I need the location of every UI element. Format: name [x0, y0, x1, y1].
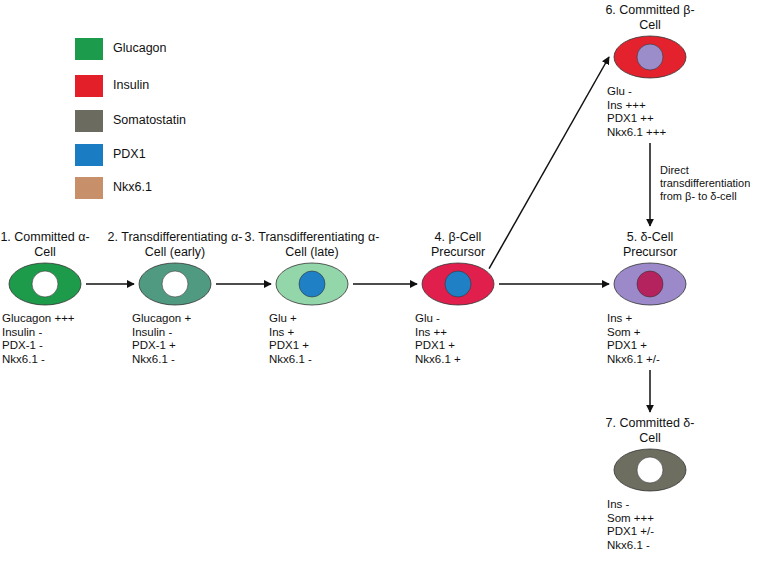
marker-level: Ins - — [607, 498, 693, 512]
cell-title: 1. Committed α-Cell — [0, 230, 90, 259]
cell-ellipse — [613, 35, 687, 79]
marker-level: PDX1 +/- — [607, 525, 693, 539]
marker-level: Glu - — [607, 85, 693, 99]
marker-level: Som + — [607, 326, 693, 340]
cell-ellipse — [138, 262, 212, 306]
marker-level: Ins + — [607, 312, 693, 326]
marker-level: Ins ++ — [415, 326, 501, 340]
edge-label-text: Direct transdifferentiation from β- to δ… — [660, 164, 750, 202]
marker-level: Nkx6.1 - — [269, 353, 355, 367]
cell-node: 6. Committed β-CellGlu -Ins +++PDX1 ++Nk… — [602, 3, 698, 139]
marker-list: Glu -Ins +++PDX1 ++Nkx6.1 +++ — [607, 85, 693, 139]
marker-level: PDX1 ++ — [607, 112, 693, 126]
legend-swatch — [75, 144, 103, 166]
legend-swatch — [75, 177, 103, 199]
marker-list: Glu -Ins ++PDX1 +Nkx6.1 + — [415, 312, 501, 366]
marker-level: PDX-1 + — [132, 339, 218, 353]
cell-node: 3. Transdifferentiating α-Cell (late) Glu… — [242, 230, 382, 366]
marker-level: Ins +++ — [607, 99, 693, 113]
cell-title: 3. Transdifferentiating α-Cell (late) — [242, 230, 382, 259]
marker-list: Glucagon +++Insulin -PDX-1 -Nkx6.1 - — [2, 312, 88, 366]
marker-level: Insulin - — [132, 326, 218, 340]
marker-level: Insulin - — [2, 326, 88, 340]
arrow-connector — [649, 143, 651, 226]
cell-title: 2. Transdifferentiating α-Cell (early) — [105, 230, 245, 259]
marker-level: PDX1 + — [415, 339, 501, 353]
marker-level: Nkx6.1 +/- — [607, 353, 693, 367]
marker-list: Ins +Som +PDX1 +Nkx6.1 +/- — [607, 312, 693, 366]
marker-level: Ins + — [269, 326, 355, 340]
arrow-connector — [649, 370, 651, 412]
arrow-connector — [499, 283, 609, 285]
edge-label: Direct transdifferentiation from β- to δ… — [658, 163, 758, 204]
cell-node: 2. Transdifferentiating α-Cell (early) Gl… — [105, 230, 245, 366]
legend-label: Glucagon — [113, 41, 167, 56]
cell-title: 4. β-Cell Precursor — [410, 230, 506, 259]
marker-list: Glucagon +Insulin -PDX-1 +Nkx6.1 - — [132, 312, 218, 366]
marker-level: PDX1 + — [269, 339, 355, 353]
cell-ellipse — [8, 262, 82, 306]
legend-label: Nkx6.1 — [113, 180, 152, 195]
cell-ellipse — [275, 262, 349, 306]
marker-level: Nkx6.1 + — [415, 353, 501, 367]
marker-level: Glu - — [415, 312, 501, 326]
marker-level: Nkx6.1 +++ — [607, 126, 693, 140]
arrow-connector — [489, 57, 609, 269]
cell-title: 7. Committed δ-Cell — [602, 416, 698, 445]
legend-label: PDX1 — [113, 147, 146, 162]
arrow-connector — [353, 283, 417, 285]
marker-level: Som +++ — [607, 512, 693, 526]
arrow-connector — [216, 283, 271, 285]
marker-list: Ins -Som +++PDX1 +/-Nkx6.1 - — [607, 498, 693, 552]
cell-ellipse — [421, 262, 495, 306]
cell-node: 7. Committed δ-CellIns -Som +++PDX1 +/-N… — [602, 416, 698, 552]
legend-swatch — [75, 38, 103, 60]
marker-level: Nkx6.1 - — [2, 353, 88, 367]
legend-label: Somatostatin — [113, 113, 186, 128]
cell-ellipse — [613, 448, 687, 492]
cell-node: 5. δ-Cell PrecursorIns +Som +PDX1 +Nkx6.… — [602, 230, 698, 366]
marker-level: Nkx6.1 - — [607, 539, 693, 553]
cell-node: 4. β-Cell PrecursorGlu -Ins ++PDX1 +Nkx6… — [410, 230, 506, 366]
marker-level: Glucagon +++ — [2, 312, 88, 326]
marker-list: Glu +Ins +PDX1 +Nkx6.1 - — [269, 312, 355, 366]
marker-level: PDX-1 - — [2, 339, 88, 353]
marker-level: PDX1 + — [607, 339, 693, 353]
legend-swatch — [75, 75, 103, 97]
legend-swatch — [75, 110, 103, 132]
cell-ellipse — [613, 262, 687, 306]
legend-label: Insulin — [113, 78, 149, 93]
arrow-connector — [86, 283, 134, 285]
cell-title: 5. δ-Cell Precursor — [602, 230, 698, 259]
cell-node: 1. Committed α-CellGlucagon +++Insulin -… — [0, 230, 90, 366]
marker-level: Nkx6.1 - — [132, 353, 218, 367]
cell-title: 6. Committed β-Cell — [602, 3, 698, 32]
marker-level: Glu + — [269, 312, 355, 326]
marker-level: Glucagon + — [132, 312, 218, 326]
